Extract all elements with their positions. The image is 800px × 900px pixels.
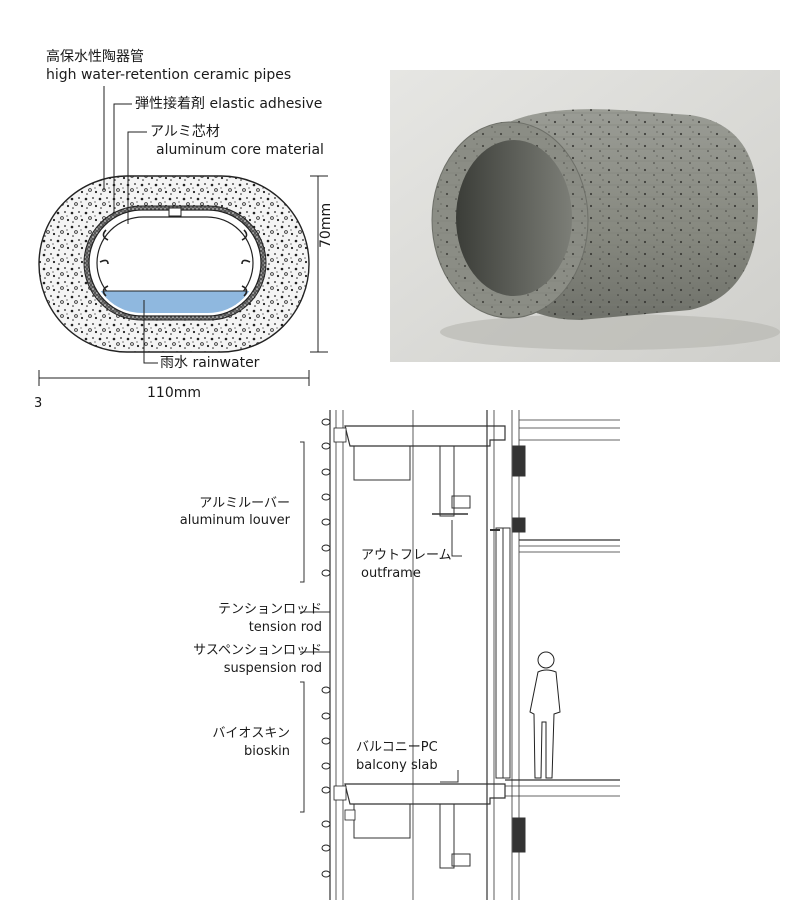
rainwater-label: 雨水 rainwater [160,355,260,371]
height-dimension [310,175,328,353]
tension-rod-label-en: tension rod [248,620,322,635]
width-dimension-label: 110mm [147,385,201,401]
leader-core [127,131,147,224]
balcony-leader [440,770,459,783]
ceramic-pipe-photo [390,70,780,362]
bioskin-label-en: bioskin [244,744,290,759]
outframe-label-en: outframe [361,566,421,581]
outframe-leader [451,520,462,557]
outframe-label-jp: アウトフレーム [361,548,452,563]
louver-label-en: aluminum louver [179,513,290,528]
adhesive-label: 弾性接着剤 elastic adhesive [135,96,323,112]
pipe-label-en: high water-retention ceramic pipes [46,67,292,83]
core-label-en: aluminum core material [156,142,324,158]
tension-rod-label-jp: テンションロッド [217,602,322,617]
bioskin-bracket [300,681,305,813]
balcony-label-en: balcony slab [356,758,438,773]
suspension-rod-label-jp: サスペンションロッド [193,643,322,658]
suspension-rod-label-en: suspension rod [223,661,322,676]
louver-pipes [321,418,331,878]
core-label-jp: アルミ芯材 [150,124,220,140]
louver-bracket [300,441,305,583]
rainwater-fill [92,291,258,313]
bioskin-label-jp: バイオスキン [212,726,290,741]
louver-label-jp: アルミルーバー [199,496,290,511]
leader-rainwater [143,300,158,364]
pipe-label-jp: 高保水性陶器管 [46,49,144,65]
leader-adhesive [113,103,132,212]
balcony-label-jp: バルコニーPC [356,740,438,755]
width-dimension [38,370,310,386]
figure-number: 3 [34,396,43,411]
human-figure [529,651,561,779]
